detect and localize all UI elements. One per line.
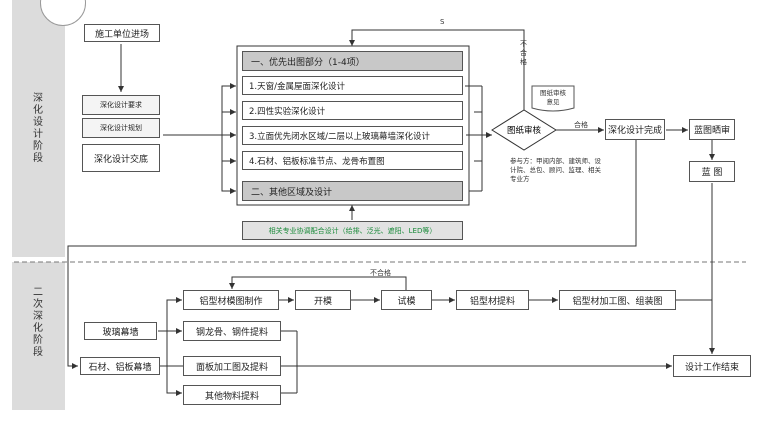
lane-lower	[12, 262, 65, 410]
other-area-header: 二、其他区域及设计	[242, 181, 463, 201]
doc-requirements: 深化设计要求	[82, 95, 160, 115]
extrusion-box: 铝型材提料	[456, 290, 529, 310]
fail-label-lower: 不合格	[370, 269, 391, 277]
priority-item-2: 2.四性实验深化设计	[242, 101, 463, 120]
doc-plan: 深化设计规划	[82, 118, 160, 138]
priority-header: 一、优先出图部分（1-4项）	[242, 51, 463, 71]
blueprint-box: 蓝 图	[689, 161, 735, 182]
stone-panel-box: 石材、铝板幕墙	[80, 357, 160, 375]
entry-box: 施工单位进场	[84, 24, 160, 42]
panel-box: 面板加工图及提料	[183, 356, 281, 376]
review-note: 图纸审核意见	[540, 89, 566, 106]
lane-upper	[12, 0, 65, 257]
processing-box: 铝型材加工图、组装图	[559, 290, 676, 310]
blueprint-review-box: 蓝图晒审	[689, 119, 735, 140]
end-box: 设计工作结束	[673, 355, 751, 377]
priority-item-1: 1.天窗/金属屋面深化设计	[242, 76, 463, 95]
lane-upper-label: 深化设计阶段	[33, 93, 43, 164]
design-complete-box: 深化设计完成	[605, 119, 665, 140]
profile-mold-box: 铝型材模图制作	[183, 290, 279, 310]
coordination-box: 相关专业协调配合设计（给排、泛光、遮阳、LED等）	[242, 221, 463, 240]
participants-note: 参与方：甲阅内部、建筑师、设计院、总包、顾问、监理、相关专业方	[510, 157, 601, 183]
priority-item-4: 4.石材、铝板标准节点、龙骨布置图	[242, 151, 463, 170]
review-diamond-label: 图纸审核	[506, 126, 541, 136]
misc-box: 其他物料提料	[183, 385, 281, 405]
loop-mark: S	[440, 18, 445, 26]
doc-handover: 深化设计交底	[82, 144, 160, 172]
fail-label-upper: 不合格	[520, 40, 527, 66]
priority-item-3: 3.立面优先闭水区域/二层以上玻璃幕墙深化设计	[242, 126, 463, 145]
steel-box: 钢龙骨、钢件提料	[183, 321, 281, 341]
glass-curtain-box: 玻璃幕墙	[84, 322, 157, 340]
trial-mold-box: 试模	[381, 290, 432, 310]
mold-box: 开模	[295, 290, 351, 310]
pass-label: 合格	[574, 121, 588, 129]
lane-lower-label: 二次深化阶段	[33, 287, 43, 358]
